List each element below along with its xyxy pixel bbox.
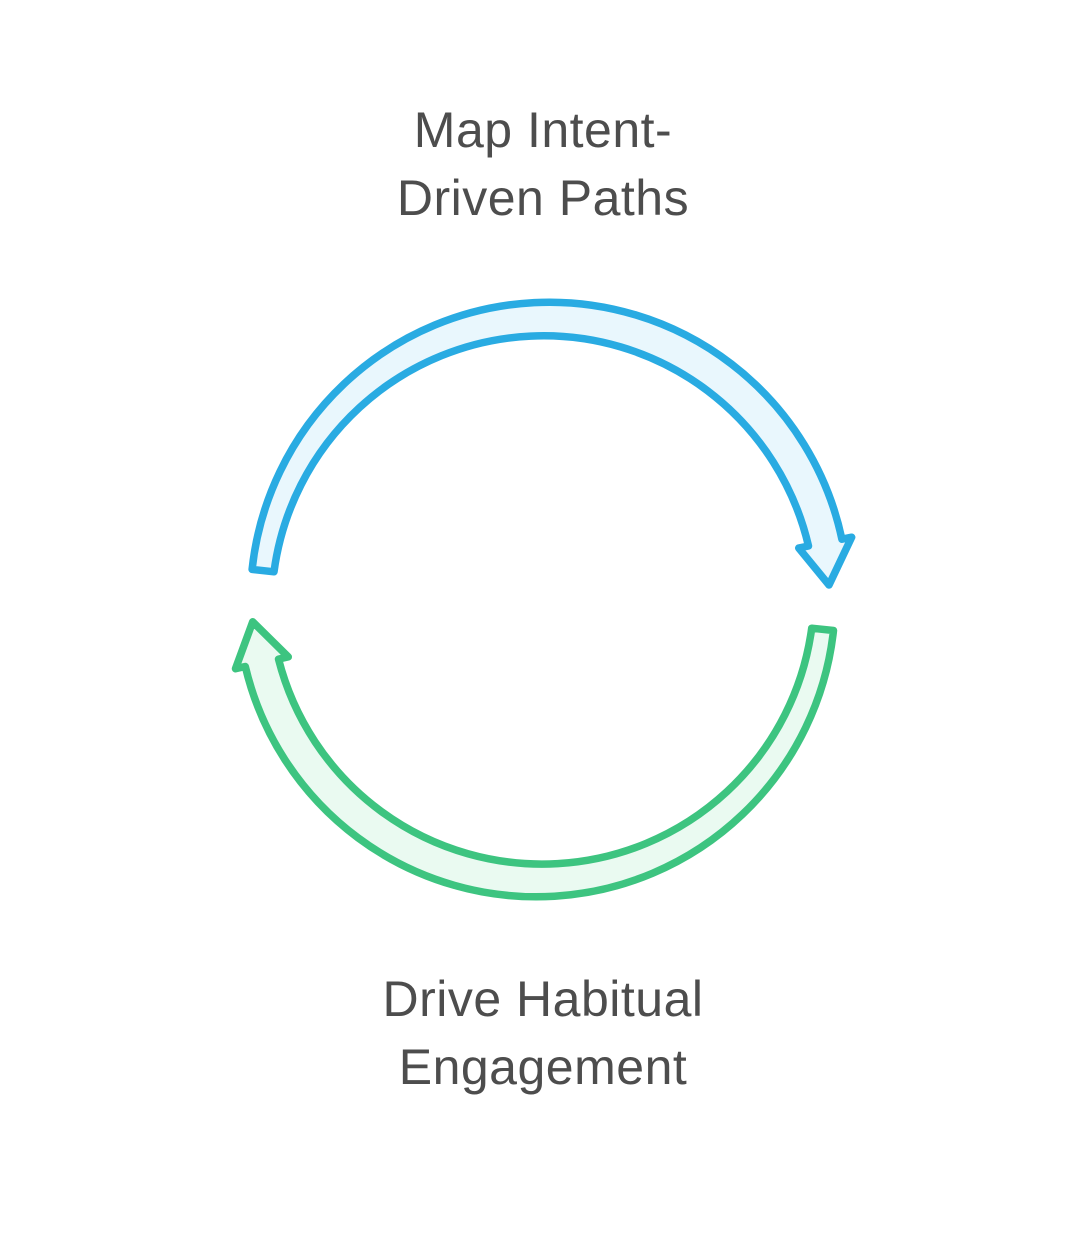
bottom-step-label-line1: Drive Habitual bbox=[382, 971, 704, 1027]
bottom-step-label-line2: Engagement bbox=[398, 1039, 688, 1095]
top-step-label-line2: Driven Paths bbox=[396, 170, 690, 226]
curved-arrow-clockwise-top-icon bbox=[248, 298, 856, 589]
curved-arrow-clockwise-bottom-icon bbox=[231, 618, 838, 901]
top-step-label: Map Intent- Driven Paths bbox=[0, 96, 1086, 232]
bottom-step-label: Drive Habitual Engagement bbox=[0, 965, 1086, 1101]
top-step-label-line1: Map Intent- bbox=[413, 102, 673, 158]
